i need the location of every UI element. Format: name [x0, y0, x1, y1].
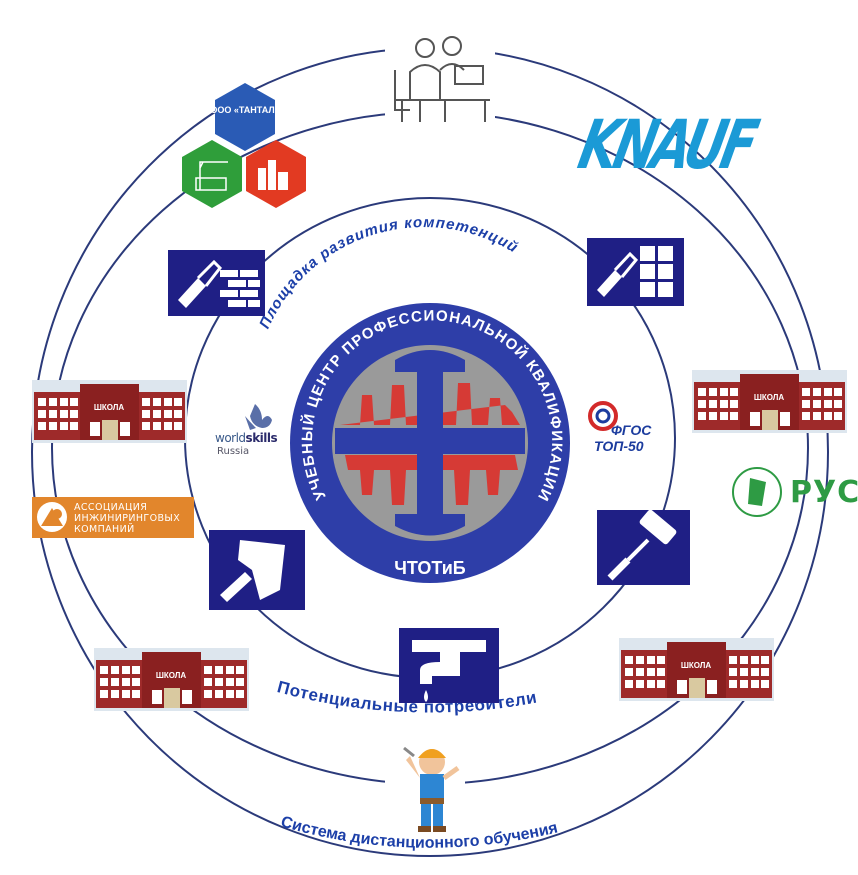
elderly-users-icon — [394, 36, 490, 122]
school-building-left-bottom — [94, 648, 249, 711]
association-mark-icon — [37, 502, 67, 532]
center-emblem: УЧЕБНЫЙ ЦЕНТР ПРОФЕССИОНАЛЬНОЙ КВАЛИФИКА… — [290, 303, 570, 583]
fgos-line-1: ФГОС — [611, 422, 652, 438]
plaster-trowel-icon — [220, 540, 285, 602]
tile-trowel-bricks — [168, 250, 265, 316]
ws-word-3: Russia — [217, 446, 250, 457]
faucet-icon — [412, 640, 486, 702]
worldskills-logo: worldskills Russia — [213, 400, 283, 460]
assoc-line-2: ИНЖИНИРИНГОВЫХ — [74, 513, 181, 524]
trowel-bricks-icon — [178, 259, 260, 308]
engineering-association-logo: АССОЦИАЦИЯ ИНЖИНИРИНГОВЫХ КОМПАНИЙ — [32, 497, 194, 538]
assoc-line-1: АССОЦИАЦИЯ — [74, 502, 148, 513]
school-label: ШКОЛА — [94, 403, 125, 412]
ws-word-2: skills — [245, 431, 278, 445]
paint-roller-icon — [607, 509, 677, 581]
emblem-abbr: ЧТОТиБ — [394, 558, 466, 578]
rus-logo-icon — [732, 467, 782, 517]
tile-trowel-tiles — [587, 238, 684, 306]
knauf-logo: KNAUF — [572, 106, 761, 185]
trowel-tiles-icon — [597, 246, 673, 297]
tile-plaster — [209, 530, 305, 610]
school-building-right-bottom — [619, 638, 774, 701]
fgos-logo: ФГОС ТОП-50 — [586, 400, 676, 465]
worldskills-bird-icon — [245, 404, 272, 430]
worker-icon — [403, 746, 460, 832]
fgos-line-2: ТОП-50 — [594, 438, 644, 454]
tantal-label: ООО «ТАНТАЛ» — [210, 105, 279, 115]
school-building-left-top: ШКОЛА — [32, 380, 187, 443]
assoc-line-3: КОМПАНИЙ — [74, 524, 135, 535]
tile-roller — [597, 509, 690, 585]
fgos-logo-icon — [588, 401, 618, 431]
rus-label: РУС — [790, 475, 858, 510]
school-building-right-top — [692, 370, 847, 433]
tantal-logo: ООО «ТАНТАЛ» — [182, 83, 306, 208]
rus-logo: РУС — [732, 465, 858, 521]
ws-word-1: world — [215, 431, 246, 445]
tile-faucet — [399, 628, 499, 703]
